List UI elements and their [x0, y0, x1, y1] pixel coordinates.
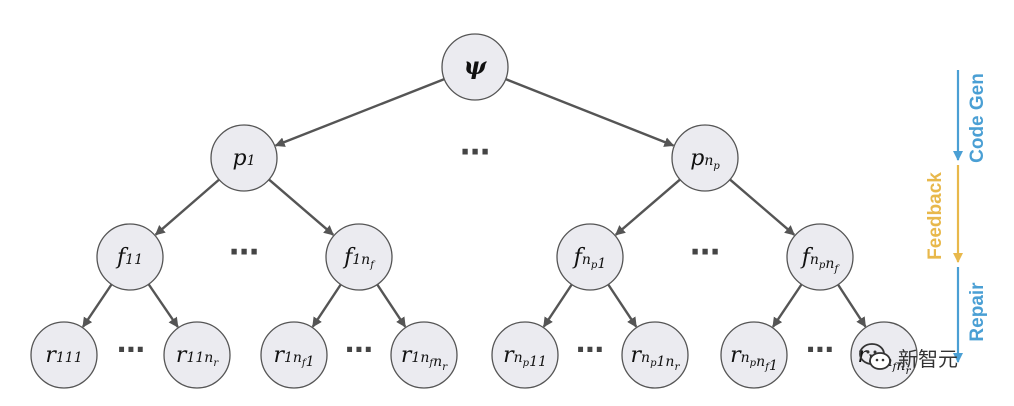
- edge-root-pnp: [505, 78, 675, 147]
- node-label-fnp1: fnp1: [572, 245, 607, 272]
- node-label-rnp1nr: rnp1nr: [631, 343, 681, 373]
- node-label-p1: p1: [232, 146, 255, 171]
- node-fnpnf: fnpnf: [786, 223, 854, 291]
- edge-fnpnf-rnpnf1: [771, 283, 803, 328]
- ellipsis-5: ⋯: [576, 333, 604, 366]
- node-rnp1nr: rnp1nr: [621, 321, 689, 389]
- ellipsis-2: ⋯: [690, 235, 720, 270]
- node-circle-root: [441, 33, 509, 101]
- edge-fnpnf-rnpnfnr: [837, 283, 867, 328]
- node-circle-fnp1: [556, 223, 624, 291]
- node-pnp: pnp: [671, 124, 739, 192]
- node-circle-f1nf: [325, 223, 393, 291]
- node-r1nfnr: r1nfnr: [390, 321, 458, 389]
- node-circle-pnp: [671, 124, 739, 192]
- node-r1nf1: r1nf1: [260, 321, 328, 389]
- node-circle-fnpnf: [786, 223, 854, 291]
- edge-fnp1-rnp1nr: [607, 283, 638, 328]
- ellipsis-1: ⋯: [229, 235, 259, 270]
- node-r111: r111: [30, 321, 98, 389]
- edge-p1-f11: [154, 178, 220, 236]
- node-label-r1nf1: r1nf1: [273, 343, 314, 370]
- node-circle-rnp1nr: [621, 321, 689, 389]
- node-circle-r111: [30, 321, 98, 389]
- repair-label: Repair: [967, 282, 988, 342]
- edge-f11-r11nr: [147, 283, 179, 328]
- node-circle-p1: [210, 124, 278, 192]
- node-rnpnf1: rnpnf1: [720, 321, 788, 389]
- node-fnp1: fnp1: [556, 223, 624, 291]
- node-circle-r11nr: [163, 321, 231, 389]
- node-label-rnpnf1: rnpnf1: [730, 343, 778, 374]
- node-circle-r1nf1: [260, 321, 328, 389]
- watermark: 新智元: [858, 342, 958, 372]
- node-label-rnp11: rnp11: [503, 343, 547, 370]
- node-label-root: ψ: [464, 51, 488, 80]
- edge-p1-f1nf: [268, 178, 335, 236]
- ellipsis-0: ⋯: [460, 135, 490, 170]
- node-root: ψ: [441, 33, 509, 101]
- node-circle-rnpnf1: [720, 321, 788, 389]
- ellipsis-3: ⋯: [117, 333, 145, 366]
- node-p1: p1: [210, 124, 278, 192]
- node-label-r111: r111: [45, 343, 82, 368]
- feedback-label: Feedback: [925, 172, 946, 260]
- node-circle-f11: [96, 223, 164, 291]
- node-rnp11: rnp11: [491, 321, 559, 389]
- ellipsis-4: ⋯: [345, 333, 373, 366]
- watermark-text: 新智元: [898, 346, 958, 371]
- edge-f11-r111: [81, 283, 113, 328]
- node-label-r1nfnr: r1nfnr: [401, 343, 448, 373]
- node-label-fnpnf: fnpnf: [800, 245, 841, 275]
- node-label-f11: f11: [115, 245, 143, 270]
- ellipsis-6: ⋯: [806, 333, 834, 366]
- edge-pnp-fnp1: [614, 178, 681, 236]
- edge-f1nf-r1nf1: [311, 283, 342, 328]
- code-gen-label: Code Gen: [967, 73, 988, 163]
- node-f11: f11: [96, 223, 164, 291]
- node-label-r11nr: r11nr: [176, 343, 219, 369]
- edge-f1nf-r1nfnr: [376, 283, 407, 328]
- wechat-icon: [858, 342, 892, 372]
- node-circle-rnp11: [491, 321, 559, 389]
- edge-pnp-fnpnf: [729, 178, 796, 236]
- node-f1nf: f1nf: [325, 223, 393, 291]
- node-label-pnp: pnp: [690, 146, 720, 172]
- edge-fnp1-rnp11: [542, 283, 573, 328]
- node-circle-r1nfnr: [390, 321, 458, 389]
- edge-root-p1: [274, 77, 445, 147]
- node-label-f1nf: f1nf: [342, 245, 376, 271]
- node-r11nr: r11nr: [163, 321, 231, 389]
